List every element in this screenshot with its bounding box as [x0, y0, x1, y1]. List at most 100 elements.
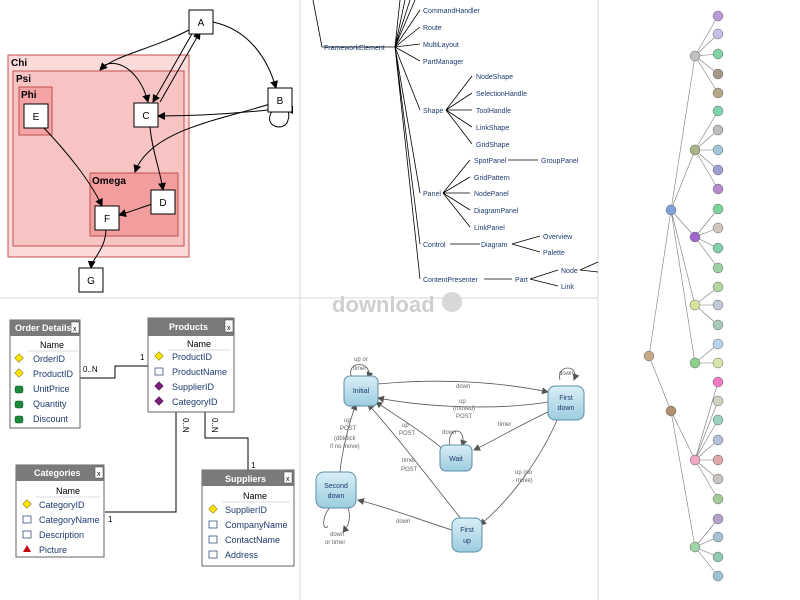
tree-leaf-node[interactable] — [712, 493, 724, 505]
tree-item-17[interactable]: Control — [423, 242, 446, 249]
tree-link — [694, 149, 719, 190]
tree-leaf-node[interactable] — [712, 434, 724, 446]
tree-item-8[interactable]: LinkShape — [476, 125, 509, 132]
tree-leaf-node[interactable] — [712, 262, 724, 274]
tree-leaf-node[interactable] — [712, 10, 724, 22]
tree-item-9[interactable]: GridShape — [476, 142, 510, 149]
tree-branch-node[interactable] — [689, 357, 701, 369]
tree-branch-node[interactable] — [689, 454, 701, 466]
tree-item-18[interactable]: Diagram — [481, 242, 508, 249]
tree-item-14[interactable]: NodePanel — [474, 191, 509, 198]
tree-item-24[interactable]: Link — [561, 284, 574, 291]
tree-leaf-node[interactable] — [712, 299, 724, 311]
state-second-down[interactable]: Second down — [315, 471, 357, 509]
tree-link — [694, 208, 719, 238]
tree-item-21[interactable]: ContentPresenter — [423, 277, 479, 284]
tree-item-1[interactable]: Route — [423, 25, 442, 32]
tree-leaf-node[interactable] — [712, 414, 724, 426]
tree-leaf-node[interactable] — [712, 338, 724, 350]
tree-branch-node[interactable] — [689, 50, 701, 62]
tree-leaf-node[interactable] — [712, 357, 724, 369]
tree-item-16[interactable]: LinkPanel — [474, 225, 505, 232]
label-up-moved: up — [459, 399, 466, 405]
transition-initial-firstdown — [377, 380, 549, 395]
tree-leaf-node[interactable] — [712, 281, 724, 293]
state-initial[interactable]: Initial — [343, 375, 379, 407]
tree-item-10[interactable]: Panel — [423, 191, 441, 198]
label-up-post: up — [402, 423, 409, 429]
tree-leaf-node[interactable] — [712, 28, 724, 40]
tree-leaf-node[interactable] — [712, 203, 724, 215]
node-f[interactable]: F — [94, 205, 120, 231]
tree-leaf-node[interactable] — [712, 570, 724, 582]
table-categories[interactable]: Categories x Name CategoryID CategoryNam… — [15, 464, 105, 558]
key-icon — [22, 499, 32, 509]
tree-leaf-node[interactable] — [712, 551, 724, 563]
tree-item-4[interactable]: Shape — [423, 108, 443, 115]
transition-firstdown-firstup — [479, 417, 559, 526]
tree-leaf-node[interactable] — [712, 183, 724, 195]
node-g[interactable]: G — [78, 267, 104, 293]
state-wait[interactable]: Wait — [439, 444, 473, 472]
tree-root-node[interactable] — [643, 350, 655, 362]
tree-leaf-node[interactable] — [712, 164, 724, 176]
tree-item-11[interactable]: SpotPanel — [474, 158, 507, 165]
tree-leaf-node[interactable] — [712, 124, 724, 136]
state-first-up[interactable]: First up — [451, 517, 483, 553]
tree-branch-node[interactable] — [665, 405, 677, 417]
tree-leaf-node[interactable] — [712, 222, 724, 234]
table-order-details-title: Order Details — [15, 323, 72, 333]
tree-item-22[interactable]: Part — [515, 277, 528, 284]
tree-link — [670, 149, 696, 211]
tree-item-0[interactable]: CommandHandler — [423, 8, 480, 15]
tree-item-3[interactable]: PartManager — [423, 59, 464, 66]
tree-leaf-node[interactable] — [712, 87, 724, 99]
tree-leaf-node[interactable] — [712, 473, 724, 485]
node-a[interactable]: A — [188, 9, 214, 35]
state-first-down[interactable]: First down — [547, 385, 585, 421]
tree-leaf-node[interactable] — [712, 144, 724, 156]
tree-item-6[interactable]: SelectionHandle — [476, 91, 527, 98]
tree-leaf-node[interactable] — [712, 395, 724, 407]
tree-root[interactable]: FrameworkElement — [324, 45, 385, 52]
tree-leaf-node[interactable] — [712, 513, 724, 525]
tree-leaf-node[interactable] — [712, 531, 724, 543]
tree-leaf-node[interactable] — [712, 319, 724, 331]
node-b[interactable]: B — [267, 87, 293, 113]
tree-item-5[interactable]: NodeShape — [476, 74, 513, 81]
tree-item-20[interactable]: Palette — [543, 250, 565, 257]
node-e[interactable]: E — [23, 103, 49, 129]
tree-item-2[interactable]: MultiLayout — [423, 42, 459, 49]
tree-item-15[interactable]: DiagramPanel — [474, 208, 519, 215]
tree-leaf-node[interactable] — [712, 376, 724, 388]
table-products[interactable]: Products x Name ProductID ProductName Su… — [147, 317, 235, 413]
table-suppliers[interactable]: Suppliers x Name SupplierID CompanyName … — [201, 469, 295, 567]
edge-psi-c — [99, 62, 151, 103]
tree-item-7[interactable]: ToolHandle — [476, 108, 511, 115]
tree-leaf-node[interactable] — [712, 48, 724, 60]
tree-item-13[interactable]: GridPattern — [474, 175, 510, 182]
table-order-details-close[interactable] — [70, 321, 80, 334]
table-suppliers-close[interactable] — [283, 471, 293, 484]
tree-branch-node[interactable] — [665, 204, 677, 216]
tree-item-23[interactable]: Node — [561, 268, 578, 275]
table-products-close[interactable] — [224, 319, 234, 333]
tree-item-19[interactable]: Overview — [543, 234, 573, 241]
tree-branch-node[interactable] — [689, 144, 701, 156]
tree-leaf-node[interactable] — [712, 68, 724, 80]
tree-item-12[interactable]: GroupPanel — [541, 158, 579, 165]
tree-leaf-node[interactable] — [712, 454, 724, 466]
key-icon — [14, 353, 24, 363]
table-order-details[interactable]: Order Details x Name OrderID ProductID U… — [9, 319, 81, 429]
node-d[interactable]: D — [150, 189, 176, 215]
tree-link — [670, 55, 696, 211]
tree-leaf-node[interactable] — [712, 242, 724, 254]
table-categories-close[interactable] — [94, 466, 104, 479]
tree-branch-node[interactable] — [689, 299, 701, 311]
tree-branch-node[interactable] — [689, 541, 701, 553]
node-c[interactable]: C — [133, 102, 159, 128]
tree-link — [694, 400, 719, 461]
column-icon — [14, 415, 24, 424]
tree-leaf-node[interactable] — [712, 105, 724, 117]
tree-branch-node[interactable] — [689, 231, 701, 243]
